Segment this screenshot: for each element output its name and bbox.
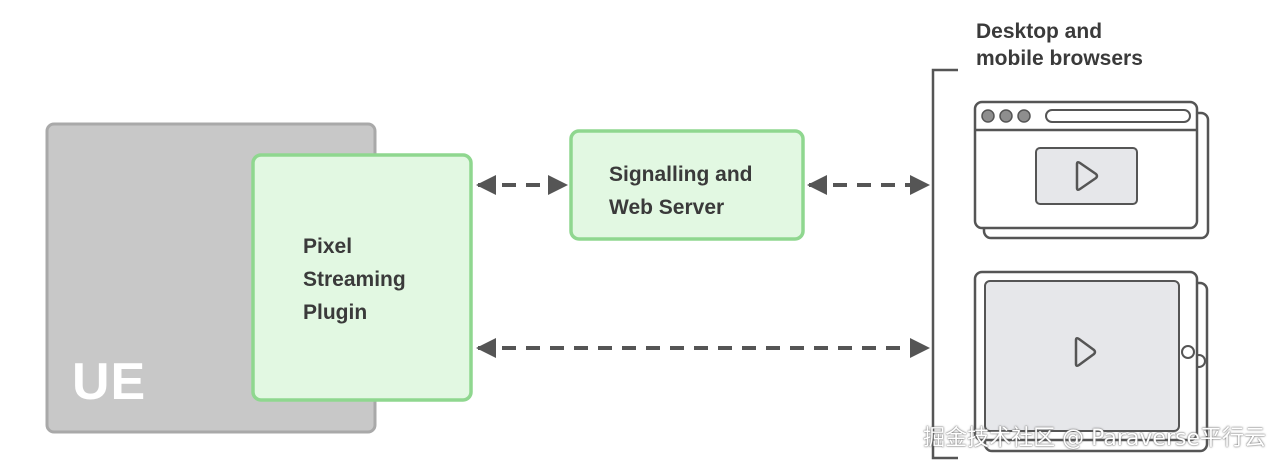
browsers-label-line: mobile browsers	[976, 47, 1143, 70]
plugin-label-line: Pixel	[303, 235, 353, 258]
plugin-label-line: Plugin	[303, 301, 368, 324]
browser-address-bar	[1045, 109, 1191, 123]
server-label-line: Signalling and	[609, 163, 753, 186]
browser-dots-icon	[981, 109, 1031, 123]
tablet-screen	[984, 280, 1180, 432]
pixel-streaming-plugin-box	[251, 153, 473, 402]
signalling-server-box	[569, 129, 805, 241]
browsers-label: Desktop and mobile browsers	[976, 18, 1143, 72]
watermark-text: 掘金技术社区 @ Paraverse平行云	[923, 426, 1266, 451]
browsers-bracket	[931, 68, 958, 460]
desktop-browser-window	[973, 100, 1199, 230]
play-icon	[1074, 336, 1097, 368]
tablet-home-button-icon	[1181, 345, 1195, 359]
plugin-label: Pixel Streaming Plugin	[303, 230, 406, 329]
desktop-video-frame	[1035, 147, 1138, 205]
plugin-label-line: Streaming	[303, 268, 406, 291]
browsers-label-line: Desktop and	[976, 20, 1103, 43]
server-label-line: Web Server	[609, 196, 725, 219]
play-icon	[1075, 160, 1099, 192]
mobile-tablet-device	[973, 270, 1199, 442]
ue-label: UE	[72, 353, 147, 411]
server-label: Signalling and Web Server	[609, 158, 753, 224]
